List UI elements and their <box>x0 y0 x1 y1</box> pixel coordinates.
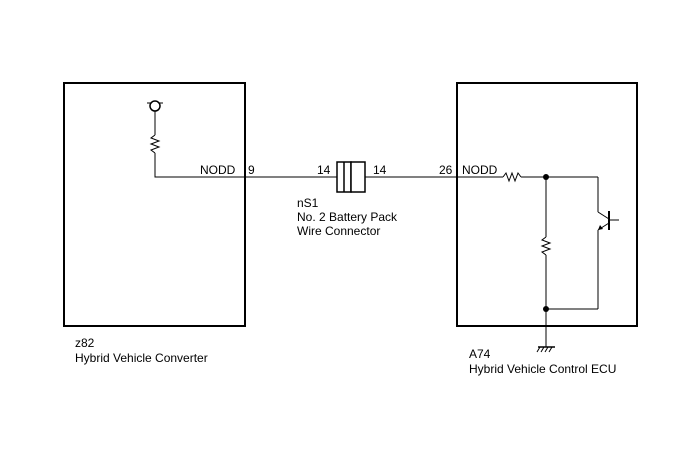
power-supply-icon <box>147 100 163 112</box>
ecu-series-resistor-icon <box>502 171 522 183</box>
converter-name: Hybrid Vehicle Converter <box>75 351 208 365</box>
junction-name-line1: No. 2 Battery Pack <box>297 210 398 224</box>
junction-right-pin: 14 <box>373 163 387 177</box>
junction-name-line2: Wire Connector <box>297 224 380 238</box>
junction-code: nS1 <box>297 196 319 210</box>
converter-resistor-icon <box>149 134 161 154</box>
junction-connector-icon <box>336 161 366 193</box>
ecu-pulldown-resistor-icon <box>540 236 552 256</box>
converter-pin-number: 9 <box>248 163 255 177</box>
ecu-code: A74 <box>469 347 491 361</box>
ecu-name: Hybrid Vehicle Control ECU <box>469 362 616 376</box>
ecu-pin-number: 26 <box>439 163 453 177</box>
hybrid-vehicle-converter-box <box>63 82 246 327</box>
ecu-signal-label: NODD <box>462 163 498 177</box>
converter-signal-label: NODD <box>200 163 236 177</box>
hybrid-vehicle-control-ecu-box <box>456 82 638 327</box>
converter-internal-wire <box>154 153 245 178</box>
junction-left-pin: 14 <box>317 163 331 177</box>
ground-icon <box>536 346 555 353</box>
transistor-icon <box>597 177 619 309</box>
converter-code: z82 <box>75 336 95 350</box>
